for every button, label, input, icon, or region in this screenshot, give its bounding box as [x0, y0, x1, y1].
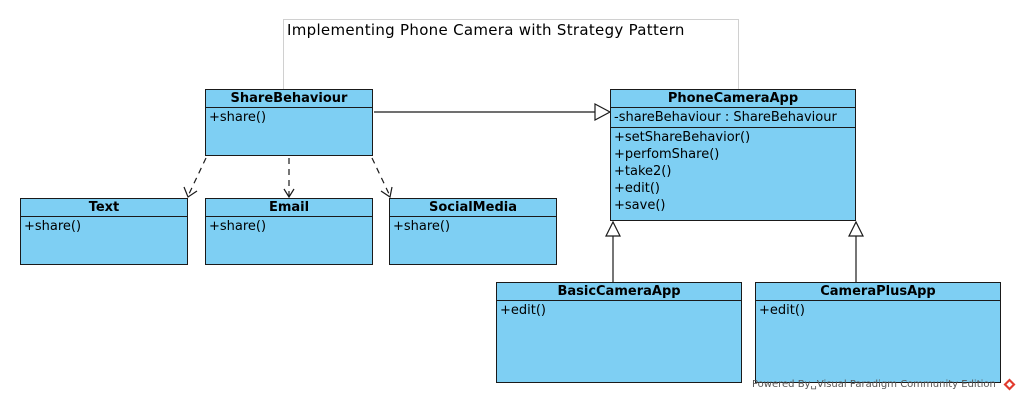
visual-paradigm-logo-icon — [1003, 378, 1016, 391]
operation: +perfomShare() — [614, 147, 720, 162]
dependency-arrowhead-social — [380, 186, 393, 198]
operation: +save() — [614, 198, 666, 213]
operation: +take2() — [614, 164, 672, 179]
class-name: PhoneCameraApp — [611, 90, 855, 108]
operation: +setShareBehavior() — [614, 130, 751, 145]
class-name: BasicCameraApp — [497, 283, 741, 301]
class-text[interactable]: Text +share() — [20, 198, 188, 265]
class-name: Text — [21, 199, 187, 217]
generalization-arrowhead-basic — [605, 220, 621, 237]
dependency-arrowhead-text — [183, 186, 198, 198]
class-email[interactable]: Email +share() — [205, 198, 373, 265]
generalization-arrowhead-plus — [848, 220, 864, 237]
powered-by-footer: Powered By␣Visual Paradigm Community Edi… — [752, 379, 996, 390]
class-camera-plus-app[interactable]: CameraPlusApp +edit() — [755, 282, 1001, 383]
dependency-arrowhead-email — [283, 188, 295, 199]
diagram-title: Implementing Phone Camera with Strategy … — [287, 21, 685, 39]
class-name: ShareBehaviour — [206, 90, 372, 108]
operation: +edit() — [759, 303, 805, 318]
class-name: SocialMedia — [390, 199, 556, 217]
operation: +share() — [209, 110, 267, 125]
attribute: -shareBehaviour : ShareBehaviour — [614, 110, 837, 125]
operation: +share() — [393, 219, 451, 234]
class-name: Email — [206, 199, 372, 217]
diagram-frame — [283, 19, 739, 89]
operation: +share() — [209, 219, 267, 234]
class-phone-camera-app[interactable]: PhoneCameraApp -shareBehaviour : ShareBe… — [610, 89, 856, 221]
dependency-line-text — [187, 157, 207, 197]
association-arrowhead — [594, 103, 612, 121]
class-social-media[interactable]: SocialMedia +share() — [389, 198, 557, 265]
dependency-line-social — [371, 157, 391, 197]
operation: +edit() — [500, 303, 546, 318]
class-name: CameraPlusApp — [756, 283, 1000, 301]
operation: +edit() — [614, 181, 660, 196]
class-basic-camera-app[interactable]: BasicCameraApp +edit() — [496, 282, 742, 383]
operation: +share() — [24, 219, 82, 234]
class-share-behaviour[interactable]: ShareBehaviour +share() — [205, 89, 373, 156]
